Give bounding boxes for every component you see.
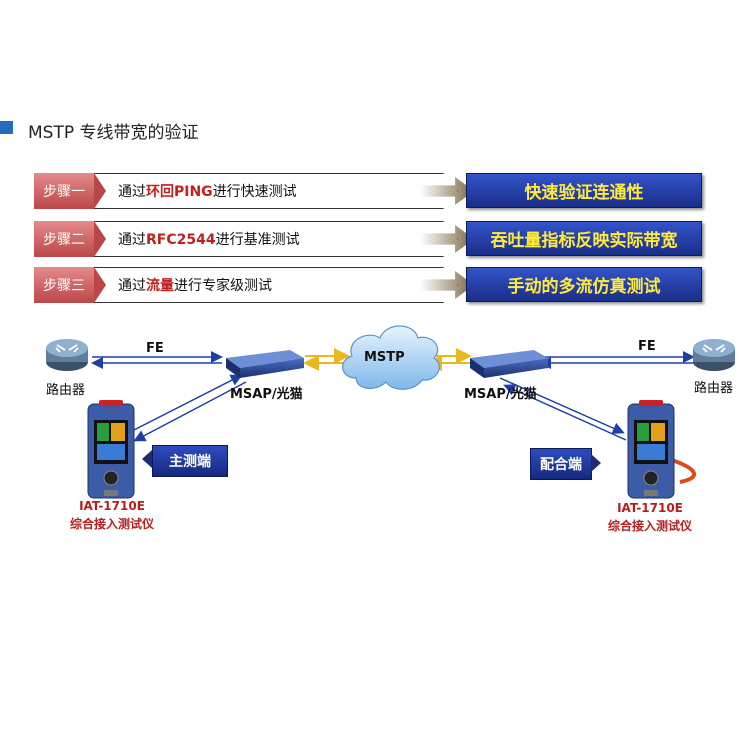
left-msap-icon	[226, 350, 304, 378]
left-fe-label: FE	[146, 341, 164, 356]
right-role-arrow-icon	[591, 454, 601, 472]
step-box	[88, 267, 458, 303]
step-box	[88, 173, 458, 209]
right-msap-icon	[470, 350, 548, 378]
right-router-icon	[693, 339, 735, 371]
title-bullet	[0, 121, 13, 134]
right-device-model: IAT-1710E	[617, 501, 683, 515]
step-result: 快速验证连通性	[466, 173, 702, 208]
step-tag-tip	[94, 267, 106, 303]
mstp-cloud-icon	[342, 325, 440, 390]
left-role-arrow-icon	[142, 450, 152, 468]
left-tester-link	[129, 374, 247, 442]
step-text: 通过流量进行专家级测试	[118, 278, 272, 294]
step-tag: 步骤一	[34, 173, 94, 209]
right-fe-link	[539, 351, 695, 369]
page-title: MSTP 专线带宽的验证	[28, 123, 199, 143]
right-device-name: 综合接入测试仪	[607, 519, 692, 533]
step-result: 手动的多流仿真测试	[466, 267, 702, 302]
left-tester-device-icon	[87, 400, 135, 499]
step-tag-tip	[94, 221, 106, 257]
step-box	[88, 221, 458, 257]
step-tag: 步骤二	[34, 221, 94, 257]
right-tester-device-icon	[627, 400, 696, 499]
left-role-box: 主测端	[152, 445, 228, 477]
left-router-icon	[46, 339, 88, 371]
left-router-label: 路由器	[46, 383, 86, 398]
step-result: 吞吐量指标反映实际带宽	[466, 221, 702, 256]
right-router-label: 路由器	[694, 381, 734, 396]
right-tester-link	[499, 377, 627, 441]
left-msap-label: MSAP/光猫	[230, 387, 303, 402]
mstp-cloud-label: MSTP	[364, 350, 405, 365]
left-device-model: IAT-1710E	[79, 499, 145, 513]
left-mstp-link	[303, 348, 350, 371]
step-text: 通过环回PING进行快速测试	[118, 184, 297, 200]
step-text: 通过RFC2544进行基准测试	[118, 232, 300, 248]
step-tag: 步骤三	[34, 267, 94, 303]
right-fe-label: FE	[638, 339, 656, 354]
right-role-box: 配合端	[530, 448, 592, 480]
left-fe-link	[91, 351, 223, 369]
left-device-name: 综合接入测试仪	[69, 517, 154, 531]
right-msap-label: MSAP/光猫	[464, 387, 537, 402]
step-tag-tip	[94, 173, 106, 209]
